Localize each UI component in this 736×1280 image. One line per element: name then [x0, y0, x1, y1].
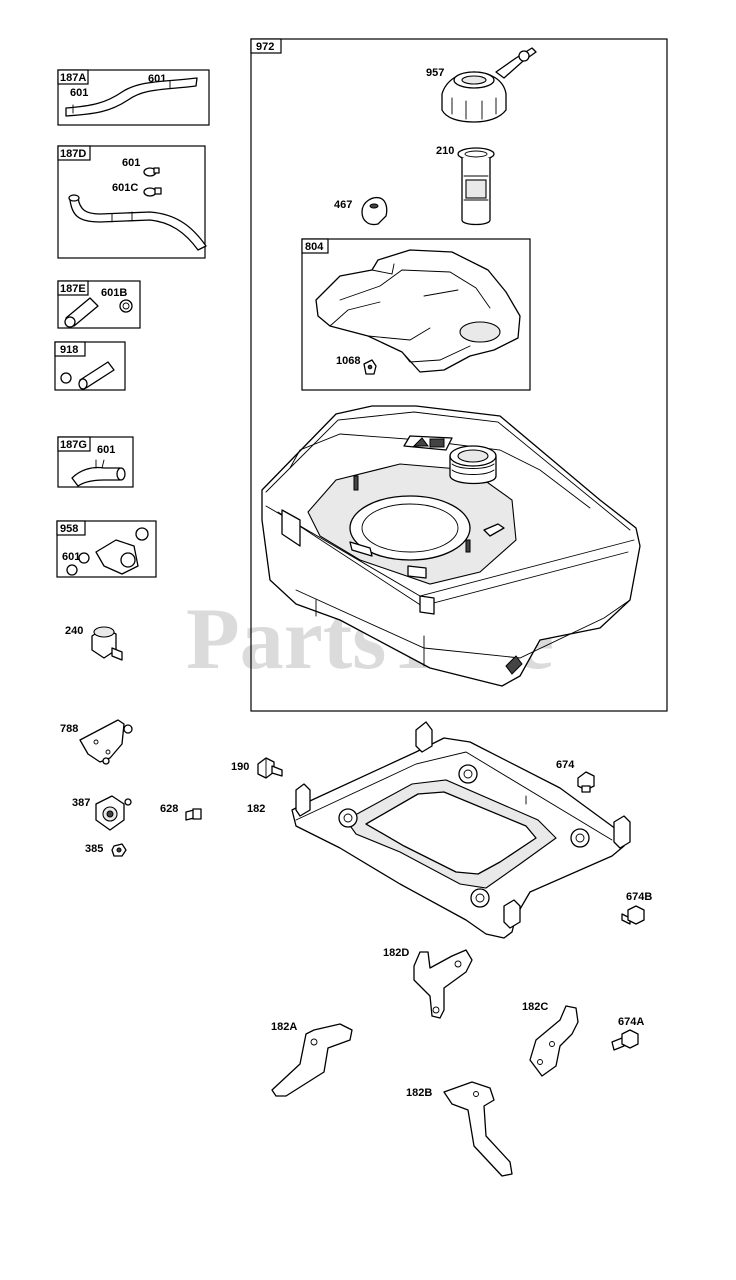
callout-674B[interactable]: 674B [626, 891, 652, 903]
part-182A[interactable]: 182A [271, 1021, 353, 1097]
callout-240[interactable]: 240 [65, 625, 83, 637]
clip-1068 [363, 359, 377, 375]
part-628[interactable]: 628 [160, 803, 202, 821]
part-182C[interactable]: 182C [522, 1001, 579, 1077]
fuel-tank [261, 405, 641, 687]
callout-957[interactable]: 957 [426, 67, 444, 79]
part-240[interactable]: 240 [65, 625, 123, 661]
callout-187D-601C[interactable]: 601C [112, 182, 138, 194]
group-804-label: 804 [305, 241, 324, 253]
group-918-label: 918 [60, 344, 78, 356]
group-187E[interactable]: 187E 601B [57, 280, 141, 329]
part-210[interactable]: 210 [436, 145, 495, 226]
callout-788[interactable]: 788 [60, 723, 78, 735]
callout-804-1068[interactable]: 1068 [336, 355, 360, 367]
clamp-187D-601C [143, 187, 162, 197]
group-972-label: 972 [256, 41, 274, 53]
clamp-187E [119, 299, 133, 313]
hose-187D [68, 194, 207, 251]
group-804[interactable]: 804 1068 [301, 238, 531, 391]
part-190[interactable]: 190 [231, 757, 283, 779]
callout-187A-601-b[interactable]: 601 [70, 87, 88, 99]
callout-187E-601B[interactable]: 601B [101, 287, 127, 299]
callout-628[interactable]: 628 [160, 803, 178, 815]
elbow-187G [71, 459, 126, 487]
callout-467[interactable]: 467 [334, 199, 352, 211]
callout-387[interactable]: 387 [72, 797, 90, 809]
group-187G[interactable]: 187G 601 [57, 436, 134, 488]
clamp-187D-601 [143, 167, 160, 177]
callout-182[interactable]: 182 [247, 803, 265, 815]
hose-918 [78, 361, 115, 390]
group-187D-label: 187D [60, 148, 86, 160]
part-788[interactable]: 788 [60, 719, 133, 765]
callout-385[interactable]: 385 [85, 843, 103, 855]
callout-182B[interactable]: 182B [406, 1087, 432, 1099]
group-972[interactable]: 972 957 210 467 [250, 38, 668, 712]
frame-182 [291, 721, 631, 939]
part-674A[interactable]: 674A [611, 1016, 644, 1051]
hose-187E [64, 297, 99, 328]
group-958-label: 958 [60, 523, 78, 535]
valve-958 [66, 527, 149, 576]
group-187G-label: 187G [60, 439, 87, 451]
group-187D[interactable]: 187D 601 601C [57, 145, 207, 259]
callout-187D-601[interactable]: 601 [122, 157, 140, 169]
part-385[interactable]: 385 [85, 843, 127, 857]
part-182B[interactable]: 182B [406, 1081, 513, 1177]
group-187A-label: 187A [60, 72, 86, 84]
callout-182D[interactable]: 182D [383, 947, 409, 959]
group-187A[interactable]: 187A 601 601 [57, 69, 210, 126]
clamp-918 [60, 372, 72, 384]
callout-210[interactable]: 210 [436, 145, 454, 157]
callout-187G-601[interactable]: 601 [97, 444, 115, 456]
part-674[interactable]: 674 [556, 759, 595, 793]
part-182D[interactable]: 182D [383, 947, 473, 1019]
part-467[interactable]: 467 [334, 196, 388, 226]
callout-674[interactable]: 674 [556, 759, 575, 771]
callout-674A[interactable]: 674A [618, 1016, 644, 1028]
group-187E-label: 187E [60, 283, 86, 295]
callout-182A[interactable]: 182A [271, 1021, 297, 1033]
group-958[interactable]: 958 601 [56, 520, 157, 578]
group-918[interactable]: 918 [54, 341, 126, 391]
part-674B[interactable]: 674B [621, 891, 652, 925]
shroud-804 [315, 249, 521, 373]
hose-187A [65, 77, 198, 117]
callout-190[interactable]: 190 [231, 761, 249, 773]
part-957[interactable]: 957 [426, 47, 537, 123]
callout-182C[interactable]: 182C [522, 1001, 548, 1013]
callout-958-601[interactable]: 601 [62, 551, 80, 563]
part-387[interactable]: 387 [72, 795, 132, 831]
